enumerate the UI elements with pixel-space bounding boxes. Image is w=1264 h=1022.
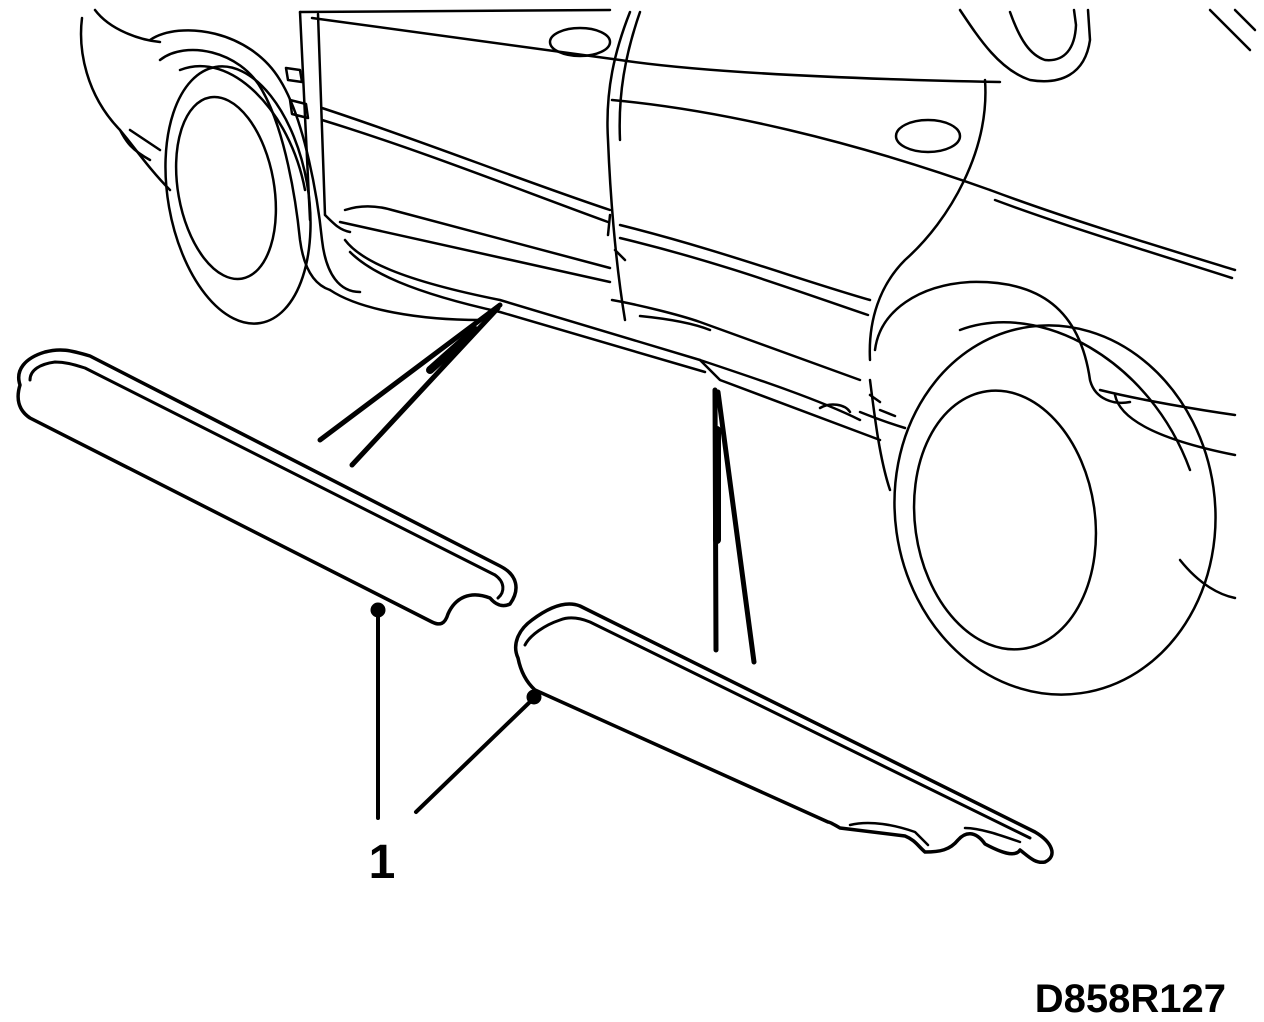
figure-code: D858R127 [1035, 977, 1226, 1021]
mounting-lines [317, 302, 757, 665]
front-wheel [164, 64, 312, 325]
callout-leaders [376, 608, 536, 820]
car-body [79, 8, 1257, 600]
callout-number: 1 [369, 836, 396, 889]
rear-wheel [893, 321, 1217, 696]
sill-moulding-front [16, 348, 518, 626]
sill-moulding-rear [513, 602, 1054, 865]
callout-dot-rear [526, 689, 542, 705]
callout-dot-front [370, 602, 386, 618]
